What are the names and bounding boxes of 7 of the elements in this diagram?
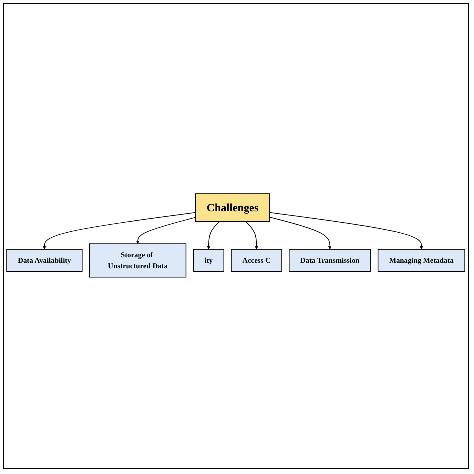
arrow <box>246 222 258 250</box>
arrow <box>270 212 424 250</box>
node-box: Challenges <box>195 194 270 222</box>
arrow <box>136 218 196 244</box>
arrow <box>270 217 332 250</box>
arrow <box>207 222 220 250</box>
arrow <box>43 212 196 250</box>
